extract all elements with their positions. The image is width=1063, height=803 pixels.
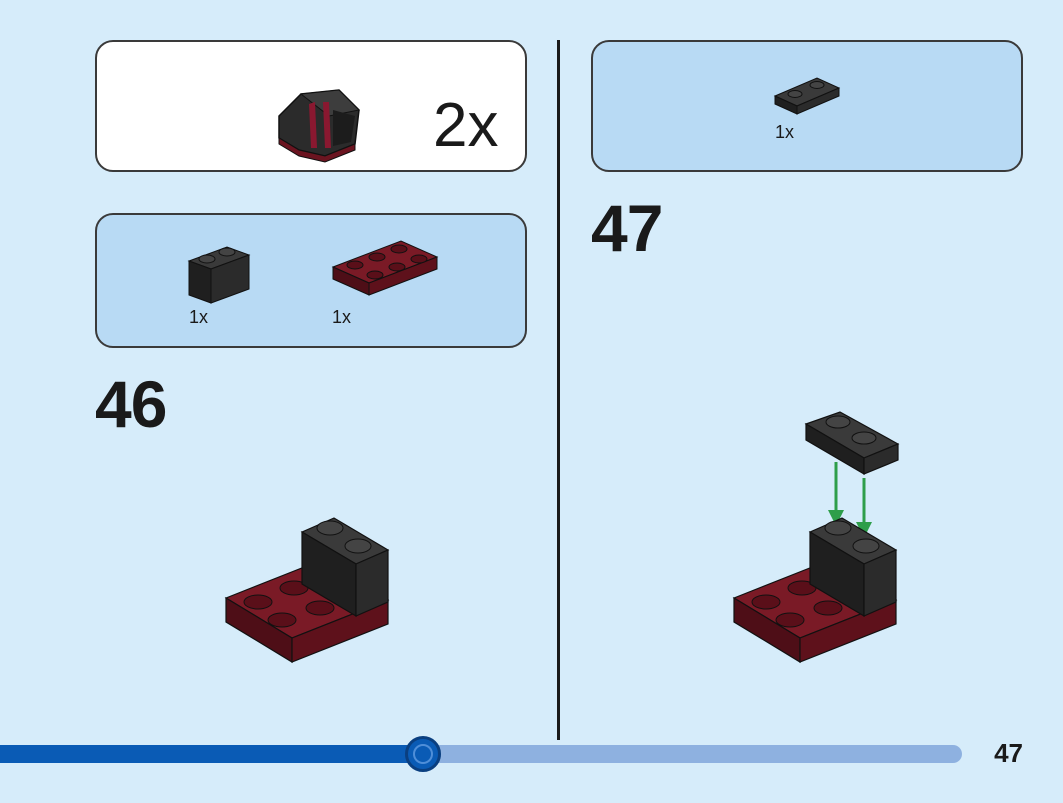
dark-red-plate-icon — [331, 240, 439, 296]
black-plate-icon — [773, 77, 841, 115]
part-qty-black-plate: 1x — [775, 122, 795, 142]
step-number-47: 47 — [591, 191, 663, 265]
step-46-model-image — [224, 517, 390, 664]
parts-list-step-46: 1x 1x — [95, 213, 527, 348]
placement-arrows — [828, 462, 872, 538]
step-number-46: 46 — [95, 367, 167, 441]
page-number: 47 — [994, 738, 1023, 768]
progress-knob — [405, 736, 441, 772]
subassembly-callout: 2x — [95, 40, 527, 172]
black-brick-icon — [187, 246, 251, 304]
progress-fill — [0, 745, 423, 763]
column-divider — [557, 40, 560, 740]
parts-list-step-47: 1x — [591, 40, 1023, 172]
subassembly-model-image — [278, 89, 361, 163]
part-qty-plate: 1x — [332, 307, 352, 327]
subassembly-multiplier: 2x — [433, 91, 499, 160]
part-qty-brick: 1x — [189, 307, 209, 327]
step-47-model-image — [732, 411, 900, 664]
